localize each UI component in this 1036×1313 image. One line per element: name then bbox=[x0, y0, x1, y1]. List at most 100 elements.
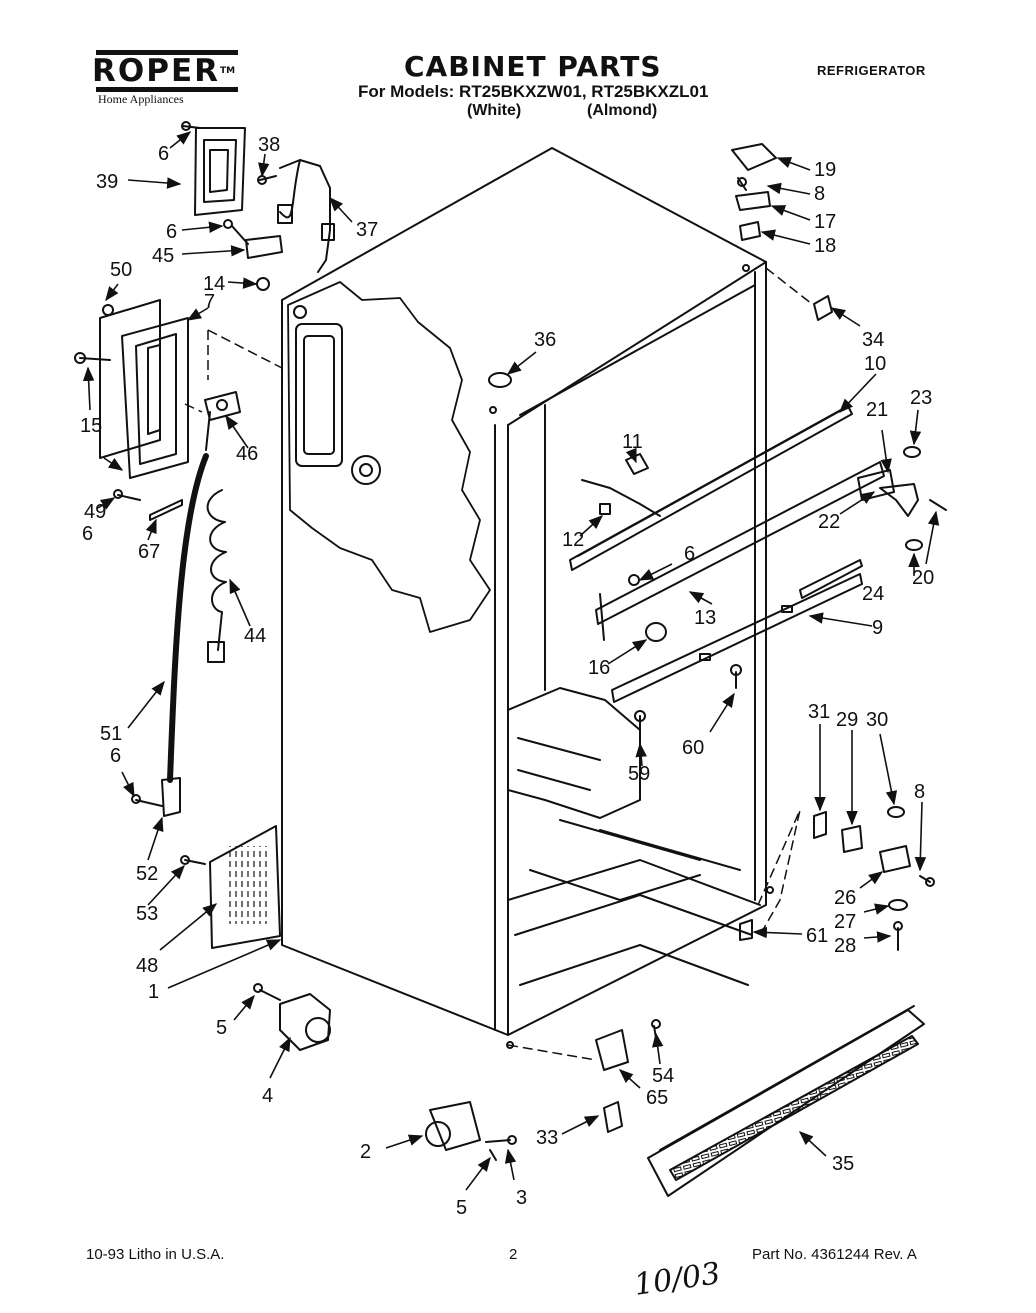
callout-8: 8 bbox=[914, 781, 925, 803]
callout-18: 18 bbox=[814, 235, 836, 257]
callout-45: 45 bbox=[152, 245, 174, 267]
callout-labels: 6 39 38 37 6 45 14 50 7 15 46 49 6 67 44… bbox=[80, 134, 934, 1219]
wire-11 bbox=[625, 453, 649, 475]
callout-24: 24 bbox=[862, 583, 884, 605]
appliance-category: REFRIGERATOR bbox=[817, 63, 926, 78]
callout-38: 38 bbox=[258, 134, 280, 156]
callout-37: 37 bbox=[356, 219, 378, 241]
hinge-shim-18 bbox=[739, 221, 761, 241]
rail-upper bbox=[799, 559, 863, 599]
callout-36: 36 bbox=[534, 329, 556, 351]
callout-13: 13 bbox=[694, 607, 716, 629]
callout-7: 7 bbox=[204, 291, 215, 313]
callout-48: 48 bbox=[136, 955, 158, 977]
shelf-harness-12 bbox=[581, 479, 661, 517]
clip-61 bbox=[739, 919, 753, 941]
clip-33 bbox=[603, 1101, 623, 1133]
callout-54: 54 bbox=[652, 1065, 674, 1087]
callout-39: 39 bbox=[96, 171, 118, 193]
washer-30 bbox=[887, 806, 905, 818]
callout-9: 9 bbox=[872, 617, 883, 639]
hinge-center-22 bbox=[879, 483, 947, 517]
color-white-label: (White) bbox=[467, 102, 522, 119]
control-housing bbox=[194, 127, 246, 216]
logo-bottom-bar bbox=[96, 87, 238, 92]
roller-4 bbox=[253, 983, 331, 1051]
plug-34 bbox=[813, 295, 833, 321]
base-grille-35 bbox=[647, 1005, 925, 1197]
alignment-lines bbox=[184, 267, 813, 1061]
callout-20: 20 bbox=[912, 567, 934, 589]
callout-8: 8 bbox=[814, 183, 825, 205]
callout-33: 33 bbox=[536, 1127, 558, 1149]
callout-6: 6 bbox=[684, 543, 695, 565]
channel-9 bbox=[611, 573, 863, 703]
roller-bracket-2 bbox=[425, 1101, 517, 1161]
brand-subtitle: Home Appliances bbox=[98, 92, 184, 106]
page-title: CABINET PARTS bbox=[404, 50, 662, 83]
callout-65: 65 bbox=[646, 1087, 668, 1109]
callout-34: 34 bbox=[862, 329, 884, 351]
callout-44: 44 bbox=[244, 625, 266, 647]
callout-31: 31 bbox=[808, 701, 830, 723]
callout-22: 22 bbox=[818, 511, 840, 533]
callout-28: 28 bbox=[834, 935, 856, 957]
callout-49: 49 bbox=[84, 501, 106, 523]
washer-27 bbox=[888, 899, 908, 911]
callout-30: 30 bbox=[866, 709, 888, 731]
callout-16: 16 bbox=[588, 657, 610, 679]
callout-60: 60 bbox=[682, 737, 704, 759]
callout-6: 6 bbox=[82, 523, 93, 545]
logo-top-bar bbox=[96, 50, 238, 55]
callout-46: 46 bbox=[236, 443, 258, 465]
callout-52: 52 bbox=[136, 863, 158, 885]
callout-14: 14 bbox=[203, 273, 225, 295]
plug-button bbox=[256, 277, 270, 291]
shim-31 bbox=[813, 811, 827, 839]
callout-2: 2 bbox=[360, 1141, 371, 1163]
callout-10: 10 bbox=[864, 353, 886, 375]
callout-17: 17 bbox=[814, 211, 836, 233]
washer-24 bbox=[905, 539, 923, 551]
screw-part-6-top bbox=[181, 121, 201, 131]
callout-4: 4 bbox=[262, 1085, 273, 1107]
terminal-block bbox=[223, 219, 283, 259]
pin-28 bbox=[893, 921, 903, 951]
hinge-bottom-26 bbox=[879, 845, 935, 887]
callout-3: 3 bbox=[516, 1187, 527, 1209]
part-number: Part No. 4361244 Rev. A bbox=[752, 1246, 917, 1263]
page-number: 2 bbox=[509, 1246, 518, 1263]
callout-61: 61 bbox=[806, 925, 828, 947]
leveler-65 bbox=[595, 1019, 661, 1071]
screw-part-15 bbox=[74, 352, 111, 364]
callout-67: 67 bbox=[138, 541, 160, 563]
clamp-part-52 bbox=[131, 777, 181, 817]
color-almond-label: (Almond) bbox=[587, 102, 658, 119]
callout-59: 59 bbox=[628, 763, 650, 785]
callout-11: 11 bbox=[622, 431, 643, 453]
callout-27: 27 bbox=[834, 911, 856, 933]
callout-26: 26 bbox=[834, 887, 856, 909]
washer-23 bbox=[903, 446, 921, 458]
access-panel-48 bbox=[180, 825, 281, 949]
bracket-part-46 bbox=[204, 391, 241, 451]
callout-50: 50 bbox=[110, 259, 132, 281]
leader-arrows bbox=[82, 131, 940, 1191]
rail-10 bbox=[569, 405, 853, 571]
cabinet-body bbox=[281, 147, 774, 1049]
litho-note: 10-93 Litho in U.S.A. bbox=[86, 1246, 225, 1263]
screw-59 bbox=[634, 710, 646, 741]
light-socket-plate bbox=[99, 299, 161, 459]
brand-name: ROPER bbox=[92, 53, 220, 89]
wiring-harness bbox=[257, 159, 335, 273]
shim-29 bbox=[841, 825, 863, 853]
callout-29: 29 bbox=[836, 709, 858, 731]
callout-6: 6 bbox=[166, 221, 177, 243]
knob-16 bbox=[645, 622, 667, 642]
screw-60 bbox=[730, 664, 742, 689]
evaporator-cover bbox=[121, 317, 189, 479]
callout-35: 35 bbox=[832, 1153, 854, 1175]
hinge-cover-19 bbox=[731, 143, 777, 171]
